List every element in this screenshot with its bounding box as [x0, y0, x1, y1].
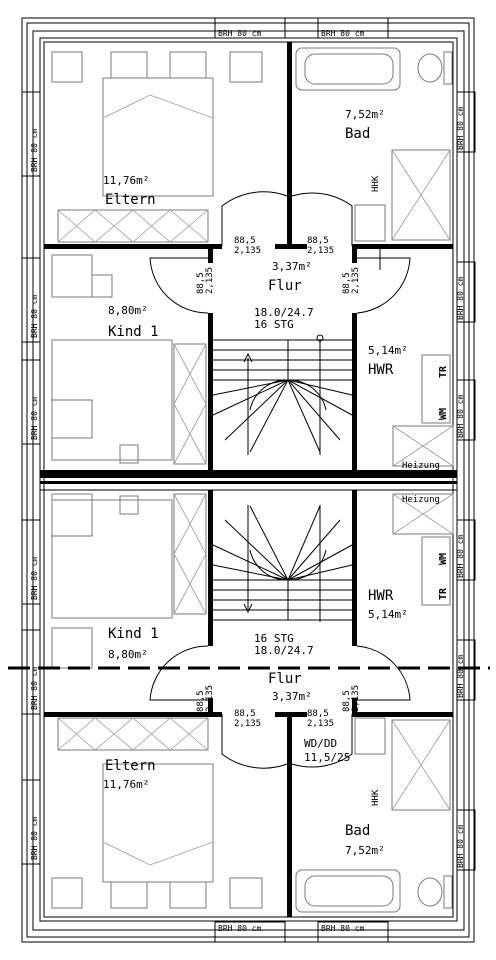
window-label: BRH 80 cm: [456, 654, 465, 698]
wd-dd-label: WD/DD: [304, 737, 337, 750]
kind-bottom-area: 8,80m²: [108, 648, 148, 661]
window-label: BRH 80 cm: [30, 396, 39, 440]
window-label: BRH 80 cm: [456, 394, 465, 438]
door-dim-height: 2,135: [234, 246, 261, 256]
flur-bottom-area: 3,37m²: [272, 690, 312, 703]
window-label: BRH 80 cm: [30, 294, 39, 338]
door-swings-bottom: [149, 645, 411, 769]
window-label: BRH 80 cm: [30, 128, 39, 172]
outer-walls: [21, 17, 475, 943]
door-swings-top: [149, 191, 411, 314]
stairs-bottom-steps: 16 STG: [254, 632, 294, 645]
door-dim-height: 2,135: [205, 685, 215, 712]
wd-dd-size: 11,5/25: [304, 751, 350, 764]
interior-walls-top: [44, 42, 453, 470]
window-label: BRH 80 cm: [456, 534, 465, 578]
door-dim-height: 2,135: [351, 267, 361, 294]
interior-walls-bottom: [44, 490, 453, 917]
door-dim-width: 88,5: [342, 272, 352, 294]
door-dim-width: 88,5: [234, 236, 256, 246]
staircase-bottom: [212, 505, 353, 622]
kind-bottom-name: Kind 1: [108, 626, 159, 642]
window-label: BRH 80 cm: [218, 29, 262, 38]
flur-top-name: Flur: [268, 278, 302, 294]
hwr-top-name: HWR: [368, 362, 394, 378]
stairs-top-steps: 16 STG: [254, 318, 294, 331]
tr-label: TR: [438, 365, 449, 378]
hhk-label: HHK: [371, 175, 381, 192]
door-dim-height: 2,135: [351, 685, 361, 712]
door-dim-width: 88,5: [307, 709, 329, 719]
kind-top-area: 8,80m²: [108, 304, 148, 317]
wm-label: WM: [438, 408, 449, 420]
window-label: BRH 80 cm: [456, 276, 465, 320]
door-dim-width: 88,5: [234, 709, 256, 719]
door-dim-height: 2,135: [205, 267, 215, 294]
flur-bottom-name: Flur: [268, 671, 302, 687]
hwr-bottom-name: HWR: [368, 588, 394, 604]
furniture-bottom: [51, 493, 454, 913]
party-wall: [40, 470, 457, 491]
door-dim-width: 88,5: [196, 690, 206, 712]
door-dim-height: 2,135: [307, 719, 334, 729]
door-dim-width: 88,5: [196, 272, 206, 294]
window-label: BRH 80 cm: [321, 29, 365, 38]
bad-bottom-area: 7,52m²: [345, 844, 385, 857]
door-dim-height: 2,135: [234, 719, 261, 729]
stairs-top-ratio: 18.0/24.7: [254, 306, 314, 319]
staircase-top: [212, 334, 353, 455]
bad-bottom-name: Bad: [345, 823, 370, 839]
window-label: BRH 80 cm: [218, 924, 262, 933]
windows: [21, 17, 476, 943]
eltern-bottom-name: Eltern: [105, 758, 156, 774]
bad-top-name: Bad: [345, 126, 370, 142]
hwr-bottom-area: 5,14m²: [368, 608, 408, 621]
eltern-top-name: Eltern: [105, 192, 156, 208]
door-dim-height: 2,135: [307, 246, 334, 256]
hwr-top-area: 5,14m²: [368, 344, 408, 357]
stairs-bottom-ratio: 18.0/24.7: [254, 644, 314, 657]
eltern-top-area: 11,76m²: [103, 174, 149, 187]
flur-top-area: 3,37m²: [272, 260, 312, 273]
bad-top-area: 7,52m²: [345, 108, 385, 121]
window-label: BRH 80 cm: [30, 666, 39, 710]
window-label: BRH 80 cm: [30, 816, 39, 860]
window-label: BRH 80 cm: [456, 106, 465, 150]
door-dim-width: 88,5: [342, 690, 352, 712]
window-label: BRH 80 cm: [456, 824, 465, 868]
heizung-label: Heizung: [402, 495, 440, 505]
heizung-label: Heizung: [402, 461, 440, 471]
window-label: BRH 80 cm: [30, 556, 39, 600]
kind-top-name: Kind 1: [108, 324, 159, 340]
door-dim-width: 88,5: [307, 236, 329, 246]
eltern-bottom-area: 11,76m²: [103, 778, 149, 791]
hhk-label: HHK: [371, 789, 381, 806]
tr-label: TR: [438, 587, 449, 600]
furniture-top: [51, 47, 454, 467]
wm-label: WM: [438, 553, 449, 565]
window-label: BRH 80 cm: [321, 924, 365, 933]
